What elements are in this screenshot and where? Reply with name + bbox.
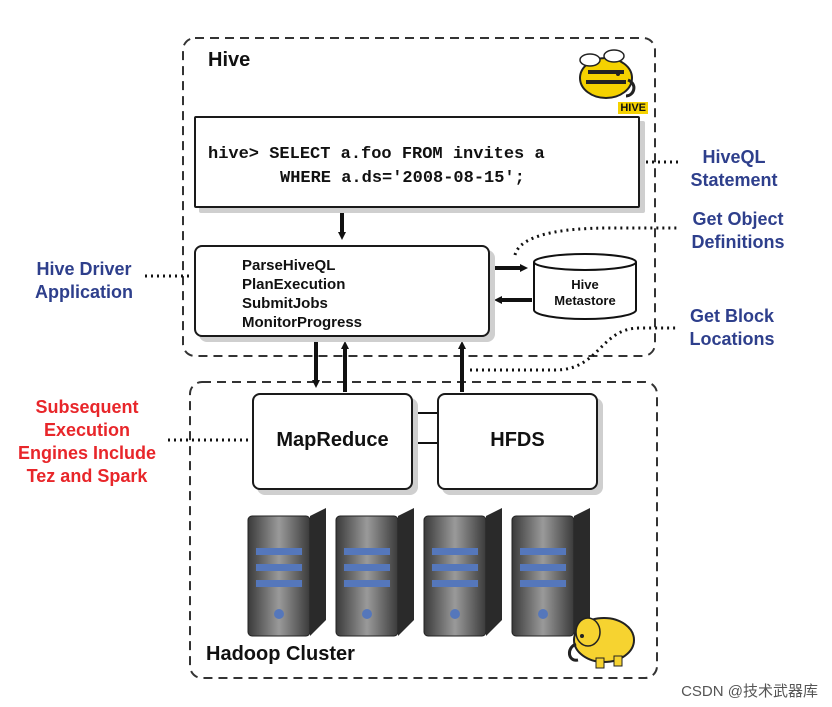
hive-metastore: Hive Metastore bbox=[532, 252, 638, 322]
label-line: Definitions bbox=[691, 232, 785, 252]
hive-bee-elephant-icon bbox=[579, 49, 636, 99]
driver-step: MonitorProgress bbox=[242, 314, 363, 331]
label-line: Engines Include bbox=[17, 443, 157, 463]
server-icon bbox=[335, 508, 414, 637]
object-definitions-callout-line bbox=[513, 226, 678, 256]
label-line: Application bbox=[35, 282, 133, 302]
server-icon bbox=[423, 508, 502, 637]
block-locations-callout-line bbox=[470, 326, 678, 372]
hive-driver-box: ParseHiveQL PlanExecution SubmitJobs Mon… bbox=[194, 245, 490, 337]
hfds-label: HFDS bbox=[490, 429, 545, 451]
label-line: Hive Driver bbox=[36, 259, 132, 279]
label-line: Get Block bbox=[689, 306, 775, 326]
server-rack-group bbox=[247, 508, 590, 637]
label-line: Subsequent bbox=[35, 397, 139, 417]
hiveql-line-1: hive> SELECT a.foo FROM invites a bbox=[208, 145, 545, 164]
execution-engines-label: Subsequent Execution Engines Include Tez… bbox=[4, 396, 170, 488]
driver-step: ParseHiveQL bbox=[242, 257, 336, 274]
hiveql-line-2: WHERE a.ds='2008-08-15'; bbox=[280, 169, 525, 188]
watermark: CSDN @技术武器库 bbox=[681, 683, 818, 700]
server-icon bbox=[511, 508, 590, 637]
driver-step: PlanExecution bbox=[242, 276, 346, 293]
hadoop-cluster-title: Hadoop Cluster bbox=[206, 643, 355, 665]
hive-logo: HIVE bbox=[568, 44, 650, 116]
mapreduce-box: MapReduce bbox=[252, 393, 413, 490]
hadoop-elephant-icon bbox=[568, 617, 635, 669]
label-line: Tez and Spark bbox=[26, 466, 148, 486]
hive-driver-application-label: Hive Driver Application bbox=[24, 258, 144, 304]
mapreduce-label: MapReduce bbox=[276, 429, 389, 451]
label-line: Locations bbox=[689, 329, 775, 349]
get-object-definitions-label: Get Object Definitions bbox=[682, 208, 794, 254]
hiveql-statement-box: hive> SELECT a.foo FROM invites a WHERE … bbox=[194, 116, 640, 208]
hive-logo-text: HIVE bbox=[618, 102, 648, 114]
label-line: Statement bbox=[690, 170, 778, 190]
server-icon bbox=[247, 508, 326, 637]
label-line: Get Object bbox=[692, 209, 784, 229]
metastore-line-1: Hive bbox=[571, 277, 599, 292]
label-line: HiveQL bbox=[702, 147, 766, 167]
label-line: Execution bbox=[43, 420, 131, 440]
metastore-line-2: Metastore bbox=[554, 293, 616, 308]
hiveql-statement-label: HiveQL Statement bbox=[680, 146, 788, 192]
hadoop-cluster-boundary bbox=[189, 381, 658, 679]
get-block-locations-label: Get Block Locations bbox=[680, 305, 784, 351]
hfds-box: HFDS bbox=[437, 393, 598, 490]
hive-title: Hive bbox=[208, 49, 251, 71]
driver-step: SubmitJobs bbox=[242, 295, 328, 312]
database-cylinder-icon bbox=[533, 253, 637, 320]
